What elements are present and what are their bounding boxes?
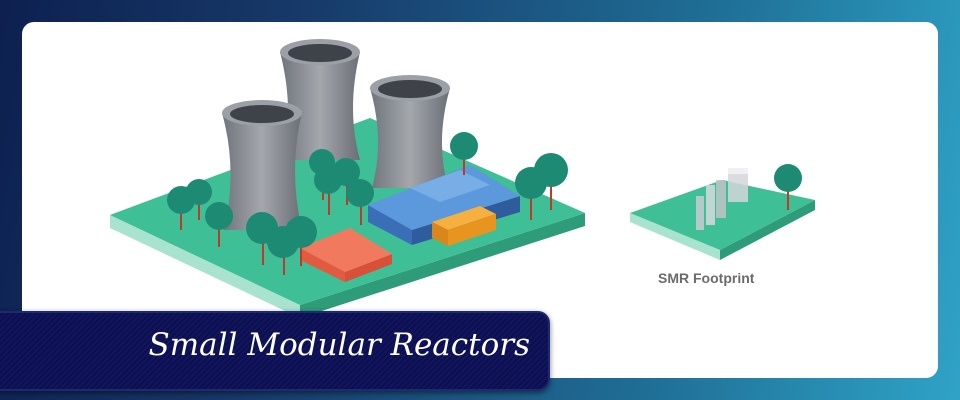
smr-footprint-label: SMR Footprint bbox=[658, 270, 755, 286]
cooling-tower bbox=[370, 75, 450, 188]
cooling-tower bbox=[280, 39, 360, 160]
smr-tree bbox=[774, 164, 802, 210]
smr-modules bbox=[696, 168, 748, 230]
orange-building bbox=[432, 206, 496, 246]
red-building bbox=[300, 228, 392, 282]
title-banner: Small Modular Reactors bbox=[0, 311, 550, 391]
banner-title: Small Modular Reactors bbox=[148, 327, 530, 363]
trees bbox=[167, 132, 568, 275]
cooling-tower bbox=[222, 100, 302, 230]
large-plant-platform bbox=[110, 118, 585, 318]
